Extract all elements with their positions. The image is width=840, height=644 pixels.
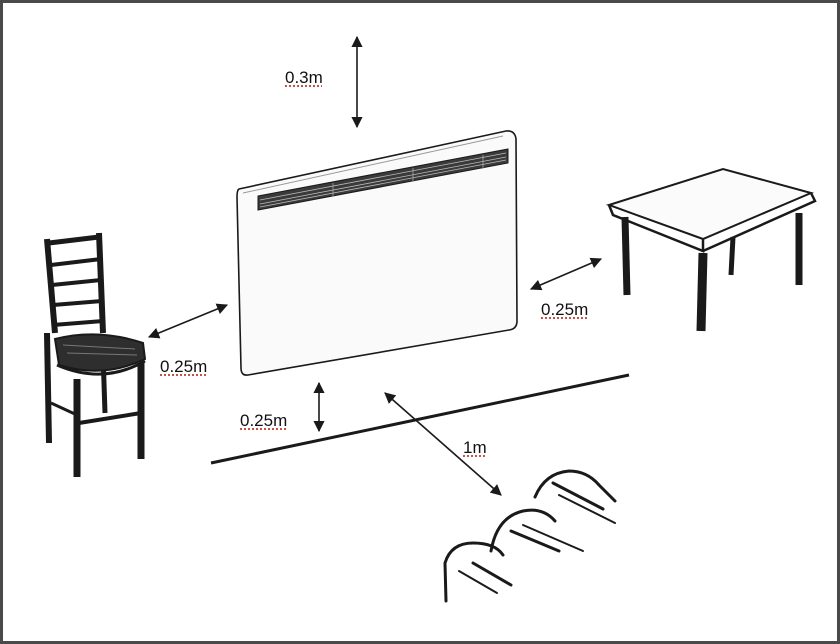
diagram-canvas [44, 35, 817, 603]
right-clearance-label: 0.25m [541, 300, 589, 319]
panel-heater-icon [236, 130, 518, 376]
clearance-arrows [147, 35, 603, 496]
chair-icon [44, 232, 147, 477]
front-arrow [384, 392, 502, 496]
front-clearance-label: 1m [463, 438, 487, 457]
top-clearance-label: 0.3m [285, 68, 323, 87]
right-arrow [529, 257, 603, 291]
bottom-clearance-label: 0.25m [240, 411, 288, 430]
left-arrow [147, 303, 229, 339]
curtain-icon [443, 469, 617, 603]
table-icon [605, 167, 817, 332]
left-clearance-label: 0.25m [160, 357, 208, 376]
